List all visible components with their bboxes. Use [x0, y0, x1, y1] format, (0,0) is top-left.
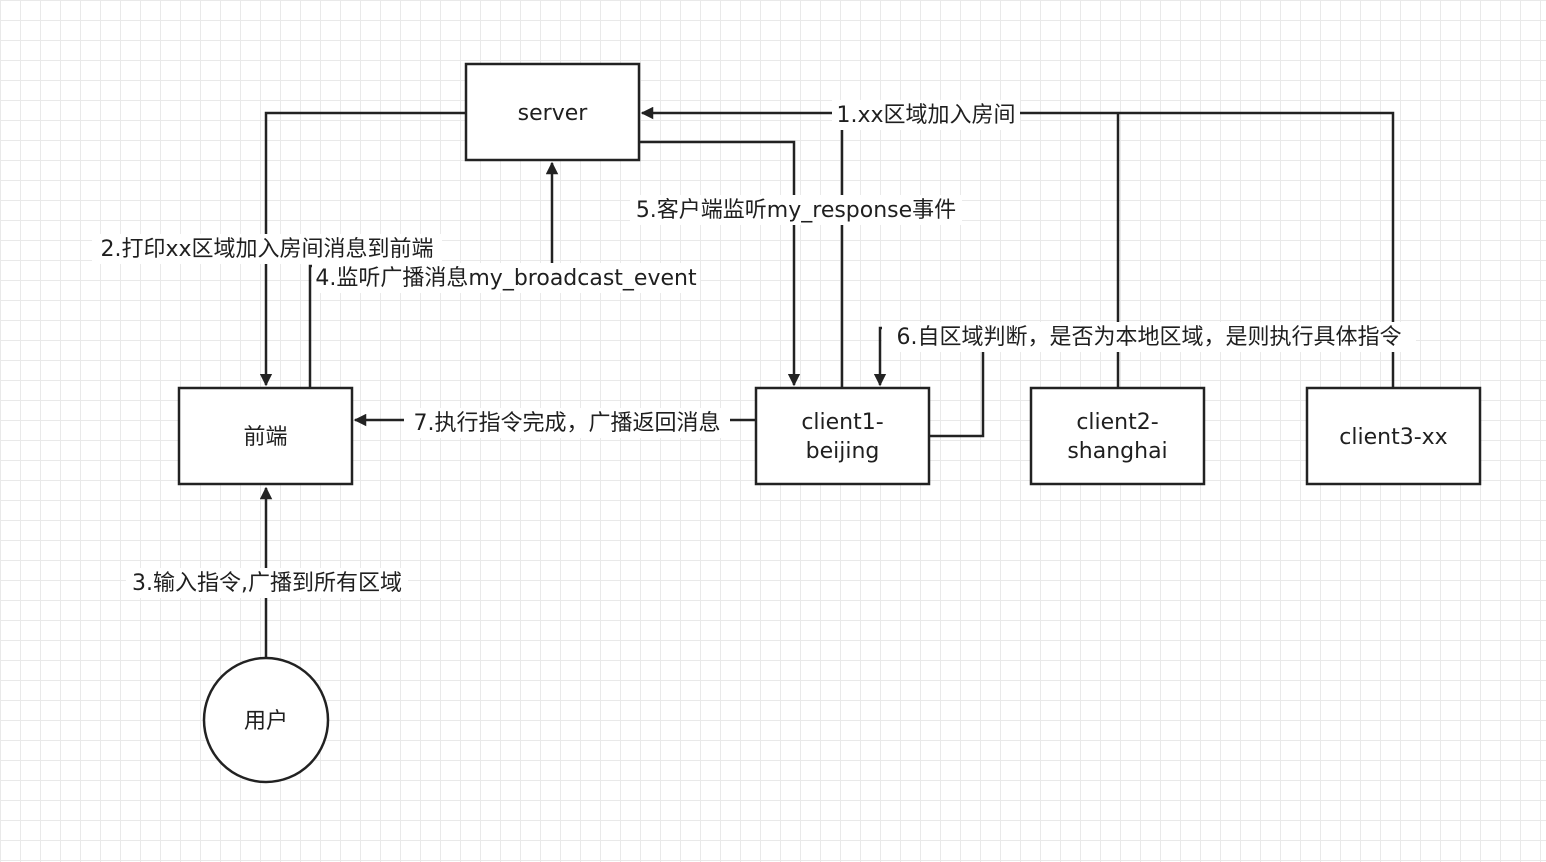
- node-client1[interactable]: client1- beijing: [754, 386, 931, 486]
- node-server-label: server: [518, 101, 589, 126]
- edge-label-step5: 5.客户端监听my_response事件: [636, 198, 956, 223]
- edge-server-to-client1: [640, 140, 801, 387]
- node-user[interactable]: 用户: [202, 656, 330, 784]
- edge-label-step3: 3.输入指令,广播到所有区域: [132, 571, 402, 596]
- edge-label-step1: 1.xx区域加入房间: [836, 103, 1015, 128]
- edge-label-step7: 7.执行指令完成，广播返回消息: [414, 411, 721, 436]
- node-frontend[interactable]: 前端: [177, 386, 354, 486]
- node-client3-label: client3-xx: [1339, 425, 1447, 450]
- edge-server-to-frontend: [259, 111, 466, 387]
- edge-client3-join: [1020, 111, 1395, 387]
- node-user-label: 用户: [244, 709, 288, 734]
- node-client2[interactable]: client2- shanghai: [1029, 386, 1206, 486]
- node-client3[interactable]: client3-xx: [1305, 386, 1482, 486]
- node-client1-label-line2: beijing: [806, 439, 880, 464]
- node-client2-label-line2: shanghai: [1067, 439, 1167, 464]
- node-frontend-label: 前端: [243, 425, 287, 450]
- edge-label-step6: 6.自区域判断，是否为本地区域，是则执行具体指令: [897, 325, 1402, 350]
- edge-label-step2: 2.打印xx区域加入房间消息到前端: [100, 237, 433, 262]
- node-client1-label-line1: client1-: [801, 410, 883, 435]
- node-client2-label-line1: client2-: [1076, 410, 1158, 435]
- node-server[interactable]: server: [464, 62, 641, 162]
- edge-label-step4: 4.监听广播消息my_broadcast_event: [315, 266, 697, 291]
